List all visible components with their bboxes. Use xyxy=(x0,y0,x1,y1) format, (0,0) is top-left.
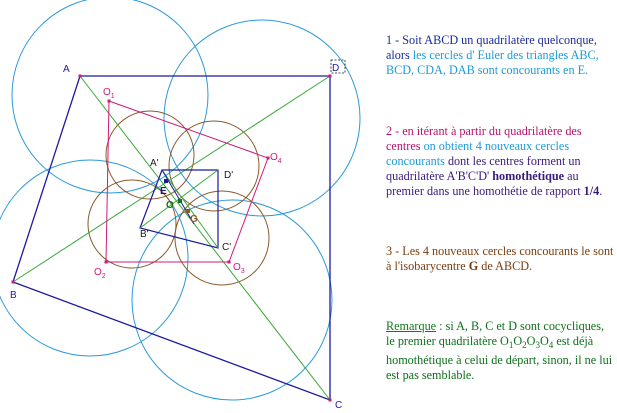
point-o-dot xyxy=(178,199,182,203)
p2-text-homothetique: homothétique xyxy=(492,169,565,183)
vertex-b-dot xyxy=(11,280,15,284)
paragraph-1: 1 - Soit ABCD un quadrilatère quelconque… xyxy=(386,33,614,78)
remarque-title: Remarque xyxy=(386,319,437,333)
remarque-text-b: est déjà homothétique à celui de départ,… xyxy=(386,334,613,382)
p2-text-e: . xyxy=(599,184,603,198)
label-a-prime: A' xyxy=(150,158,159,169)
small-circle-2 xyxy=(168,120,260,212)
label-o2: O2 xyxy=(94,267,106,280)
label-b-prime: B' xyxy=(140,229,149,240)
label-o4: O4 xyxy=(270,152,282,165)
small-circle-3 xyxy=(87,179,177,269)
p2-text-ratio: 1/4 xyxy=(583,184,600,198)
paragraph-2: 2 - en itérant à partir du quadrilatère … xyxy=(386,124,614,199)
label-o1: O1 xyxy=(103,87,115,100)
center-o4-dot xyxy=(266,156,270,160)
label-c-prime: C' xyxy=(222,242,231,253)
p2-text-b: on obtient 4 nouveaux cercles concourant… xyxy=(386,139,570,168)
center-o1-dot xyxy=(107,99,111,103)
vertex-a-dot xyxy=(78,74,82,78)
remarque-o4: O4 xyxy=(539,334,554,350)
vertex-d-marker xyxy=(330,59,346,74)
p3-text-b: de ABCD. xyxy=(478,259,533,273)
remarque-o1: O1 xyxy=(500,334,514,350)
small-circle-4 xyxy=(174,190,270,286)
euler-circle-cda xyxy=(131,199,333,401)
geometry-figure: A B C D O1 O2 O3 O4 A' B' C' D' E O G xyxy=(0,0,361,411)
remarque-o3: O3 xyxy=(526,334,540,350)
p3-text-g: G xyxy=(468,259,479,273)
label-d: D xyxy=(332,63,339,74)
label-c: C xyxy=(335,400,342,411)
euler-circle-bcd xyxy=(0,159,189,357)
diagonal-ac xyxy=(79,75,331,401)
p1-text-a: 1 - Soit ABCD un quadrilatère quelconque… xyxy=(386,33,597,62)
remarque-text-a: : si A, B, C et D sont cocycliques, le p… xyxy=(386,319,604,348)
point-g-dot xyxy=(186,209,190,213)
euler-circle-dab xyxy=(163,19,361,217)
center-o2-dot xyxy=(104,260,108,264)
paragraph-3: 3 - Les 4 nouveaux cercles concourants l… xyxy=(386,244,614,274)
p2-text-d: au premier dans une homothétie de rappor… xyxy=(386,169,584,198)
diagonal-bd xyxy=(12,75,331,283)
label-b: B xyxy=(10,290,17,301)
label-o: O xyxy=(166,200,174,211)
p2-text-a: 2 - en itérant à partir du quadrilatère … xyxy=(386,124,582,153)
paragraph-remarque: Remarque : si A, B, C et D sont cocycliq… xyxy=(386,319,614,383)
point-e-dot xyxy=(164,179,168,183)
label-e: E xyxy=(160,186,167,197)
euler-circle-abc xyxy=(11,0,209,194)
center-o3-dot xyxy=(227,260,231,264)
vertex-d-dot xyxy=(328,74,332,78)
p2-text-c: dont les centres forment un quadrilatère… xyxy=(386,154,581,183)
p3-text-a: 3 - Les 4 nouveaux cercles concourants l… xyxy=(386,244,614,273)
small-circle-1 xyxy=(105,110,195,200)
remarque-o2: O2 xyxy=(513,334,527,350)
vertex-c-dot xyxy=(328,398,332,402)
label-d-prime: D' xyxy=(224,170,233,181)
p1-text-b: les cercles d' Euler des triangles ABC, … xyxy=(386,48,599,77)
label-o3: O3 xyxy=(233,262,245,275)
label-a: A xyxy=(63,64,70,75)
label-g: G xyxy=(190,214,198,225)
